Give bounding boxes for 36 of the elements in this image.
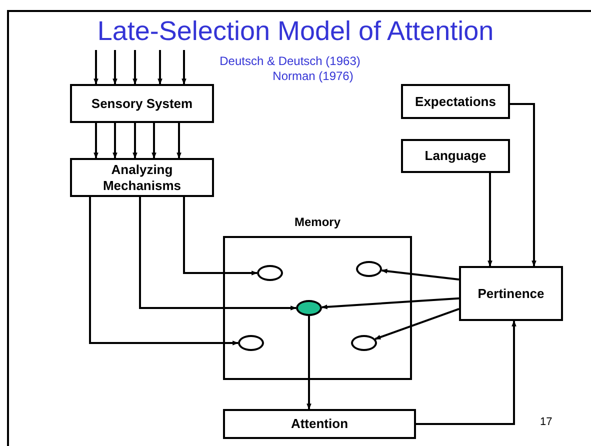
arrow xyxy=(183,197,258,276)
arrow xyxy=(94,50,98,85)
process-box: Language xyxy=(401,139,510,173)
arrow xyxy=(112,50,118,85)
memory-node-ellipse xyxy=(296,300,322,316)
arrow xyxy=(321,297,460,310)
process-box: Expectations xyxy=(401,84,510,119)
memory-node-ellipse xyxy=(238,335,264,351)
process-box: Pertinence xyxy=(459,266,563,321)
page-number: 17 xyxy=(540,416,552,428)
arrow xyxy=(158,50,162,85)
arrow xyxy=(374,308,460,340)
memory-node-ellipse xyxy=(351,335,377,351)
arrow xyxy=(176,123,182,159)
arrow xyxy=(132,50,138,85)
region-heading: Memory xyxy=(293,214,342,230)
arrow xyxy=(139,197,297,310)
memory-node-ellipse xyxy=(356,261,382,277)
arrow xyxy=(416,320,516,425)
arrow xyxy=(152,123,156,159)
citation: Norman (1976) xyxy=(272,69,354,83)
process-box: Attention xyxy=(223,409,416,439)
process-box: Sensory System xyxy=(70,84,214,123)
citation: Deutsch & Deutsch (1963) xyxy=(220,54,360,68)
slide-title: Late-Selection Model of Attention xyxy=(96,16,495,46)
arrow xyxy=(510,103,536,267)
memory-node-ellipse xyxy=(257,265,283,281)
arrow xyxy=(112,123,118,159)
arrow xyxy=(306,316,312,410)
arrow xyxy=(381,268,460,280)
arrow xyxy=(488,173,492,267)
arrow xyxy=(89,197,239,346)
arrow xyxy=(132,123,138,159)
arrow xyxy=(182,50,186,85)
arrow xyxy=(94,123,98,159)
process-box: Analyzing Mechanisms xyxy=(70,158,214,197)
